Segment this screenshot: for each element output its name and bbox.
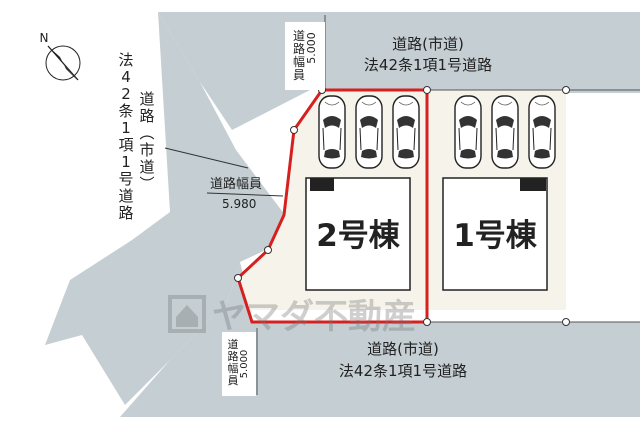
south-road-width-label: 道路幅員 (228, 337, 239, 387)
north-arrow-icon: N (40, 31, 81, 81)
car-icon (318, 95, 346, 169)
building-1: 1号棟 (442, 177, 548, 291)
car-icon (355, 95, 383, 169)
south-road-width-value: 5.000 (239, 350, 250, 379)
west-road-name: 道路︵市道︶ (139, 90, 154, 193)
car-icon (454, 95, 482, 169)
north-arrow-label: N (40, 31, 49, 45)
car-icon (491, 95, 519, 169)
building-2-label: 2号棟 (316, 218, 401, 254)
building-2: 2号棟 (305, 177, 411, 291)
building-1-label: 1号棟 (453, 218, 538, 254)
west-road-width-value: 5.980 (222, 197, 256, 211)
north-road-type: 法42条1項1号道路 (364, 56, 492, 74)
watermark: ヤマダ不動産 (168, 295, 416, 337)
watermark-logo (168, 295, 206, 333)
south-road-type: 法42条1項1号道路 (339, 362, 467, 380)
sidewalk-strip (252, 310, 566, 322)
north-road-width-value: 5.000 (305, 32, 318, 64)
west-road-leader (164, 147, 249, 169)
west-road-width: 道路幅員 5.980 (206, 176, 284, 211)
west-road (45, 12, 285, 405)
north-road-width: 道路幅員 5.000 (285, 22, 325, 90)
south-road-name: 道路(市道) (367, 340, 439, 358)
parking (318, 95, 556, 169)
car-icon (528, 95, 556, 169)
south-road-width: 道路幅員 5.000 (222, 332, 256, 396)
car-icon (392, 95, 420, 169)
north-road-width-label: 道路幅員 (293, 29, 305, 82)
north-road-name: 道路(市道) (392, 35, 464, 53)
north-road (158, 12, 640, 130)
west-road-width-label: 道路幅員 (210, 176, 262, 192)
watermark-text: ヤマダ不動産 (212, 297, 416, 337)
